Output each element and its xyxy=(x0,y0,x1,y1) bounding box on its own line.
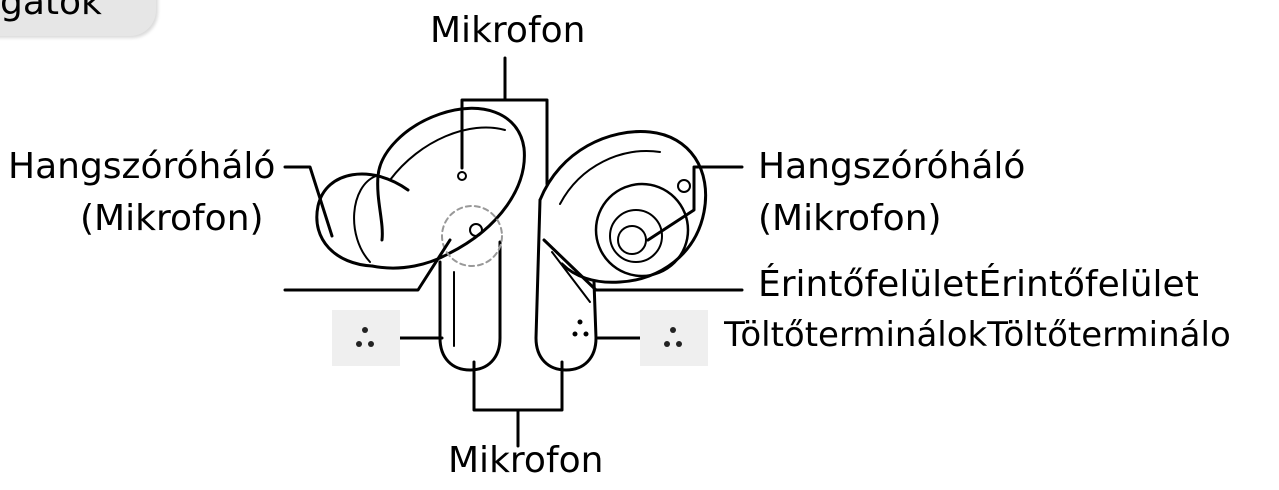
label-touchpad: ÉrintőfelületÉrintőfelület xyxy=(758,264,1199,305)
label-speaker-left: Hangszóróháló xyxy=(8,146,276,187)
right-stem xyxy=(534,198,598,372)
left-touch-area xyxy=(441,205,503,267)
label-mic-top: Mikrofon xyxy=(430,10,586,51)
charging-pad-right xyxy=(640,310,708,366)
leader-lines xyxy=(283,56,744,448)
charging-pad-left xyxy=(332,310,400,366)
left-earbud xyxy=(315,106,526,372)
leader-speaker-left xyxy=(283,165,334,238)
left-stem xyxy=(438,240,502,372)
right-shell xyxy=(538,130,708,284)
label-speaker-left-sub: (Mikrofon) xyxy=(80,198,264,239)
left-top-mic xyxy=(457,171,467,181)
section-title: gatok xyxy=(0,0,102,23)
right-ear-tip-outer xyxy=(594,182,690,278)
charging-contacts-icon xyxy=(664,327,682,347)
leader-touch-right xyxy=(542,238,744,292)
label-speaker-right: Hangszóróháló xyxy=(758,146,1026,187)
label-charging: TöltőterminálokTöltőterminálo xyxy=(724,315,1231,355)
section-tab: gatok xyxy=(0,0,156,36)
leader-mic-top xyxy=(460,56,549,186)
label-mic-bottom: Mikrofon xyxy=(448,440,604,481)
label-speaker-right-sub: (Mikrofon) xyxy=(758,198,942,239)
leader-mic-bottom xyxy=(472,360,564,448)
charging-contacts-icon xyxy=(356,327,374,347)
right-earbud xyxy=(534,130,708,372)
leader-speaker-right xyxy=(646,165,744,242)
leader-touch-left xyxy=(283,238,452,292)
